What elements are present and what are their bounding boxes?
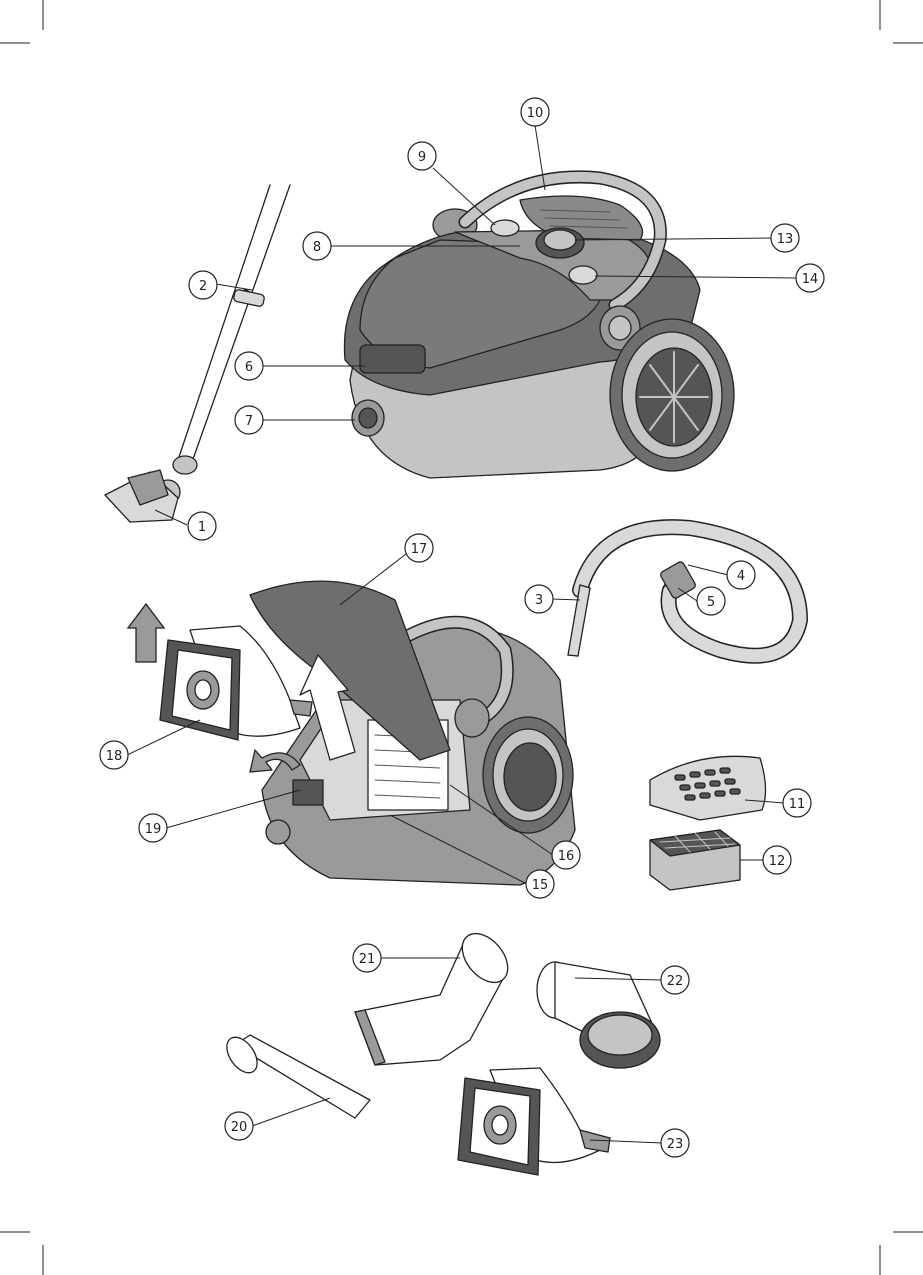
callout-label: 15 [532, 878, 549, 893]
callout-label: 9 [418, 150, 426, 165]
callout-3: 3 [525, 585, 553, 613]
callout-label: 3 [535, 593, 543, 608]
callout-10: 10 [521, 98, 549, 126]
callout-label: 13 [777, 232, 794, 247]
direction-arrow-icon [128, 604, 164, 662]
callout-label: 7 [245, 414, 253, 429]
callout-13: 13 [771, 224, 799, 252]
callout-label: 19 [145, 822, 162, 837]
callout-5: 5 [697, 587, 725, 615]
callout-label: 6 [245, 360, 253, 375]
callout-label: 2 [199, 279, 207, 294]
dusting-brush-illustration [537, 962, 660, 1068]
callout-16: 16 [552, 841, 580, 869]
callout-12: 12 [763, 846, 791, 874]
callout-4: 4 [727, 561, 755, 589]
filter-grille-illustration [650, 756, 766, 820]
callout-18: 18 [100, 741, 128, 769]
callout-1: 1 [188, 512, 216, 540]
upholstery-nozzle-illustration [355, 925, 517, 1065]
crevice-tool-illustration [221, 1032, 370, 1118]
callout-23: 23 [661, 1129, 689, 1157]
hepa-filter-illustration [650, 830, 740, 890]
callout-20: 20 [225, 1112, 253, 1140]
callout-19: 19 [139, 814, 167, 842]
callout-label: 18 [106, 749, 123, 764]
callout-label: 5 [707, 595, 715, 610]
callout-2: 2 [189, 271, 217, 299]
callout-label: 1 [198, 520, 206, 535]
callout-21: 21 [353, 944, 381, 972]
callout-15: 15 [526, 870, 554, 898]
callout-label: 20 [231, 1120, 248, 1135]
callout-7: 7 [235, 406, 263, 434]
callout-9: 9 [408, 142, 436, 170]
callout-label: 11 [789, 797, 806, 812]
callout-label: 10 [527, 106, 544, 121]
callout-label: 22 [667, 974, 684, 989]
callout-14: 14 [796, 264, 824, 292]
callout-label: 23 [667, 1137, 684, 1152]
callout-label: 4 [737, 569, 745, 584]
callout-6: 6 [235, 352, 263, 380]
callout-11: 11 [783, 789, 811, 817]
callout-17: 17 [405, 534, 433, 562]
callout-label: 17 [411, 542, 428, 557]
callout-label: 16 [558, 849, 575, 864]
tube-nozzle-illustration [105, 185, 290, 522]
callout-8: 8 [303, 232, 331, 260]
callout-label: 8 [313, 240, 321, 255]
callout-label: 21 [359, 952, 376, 967]
spare-dust-bag-illustration [458, 1068, 610, 1175]
callout-22: 22 [661, 966, 689, 994]
vacuum-body-illustration [344, 177, 734, 478]
callout-label: 14 [802, 272, 819, 287]
callout-label: 12 [769, 854, 786, 869]
open-vacuum-illustration [250, 581, 575, 885]
